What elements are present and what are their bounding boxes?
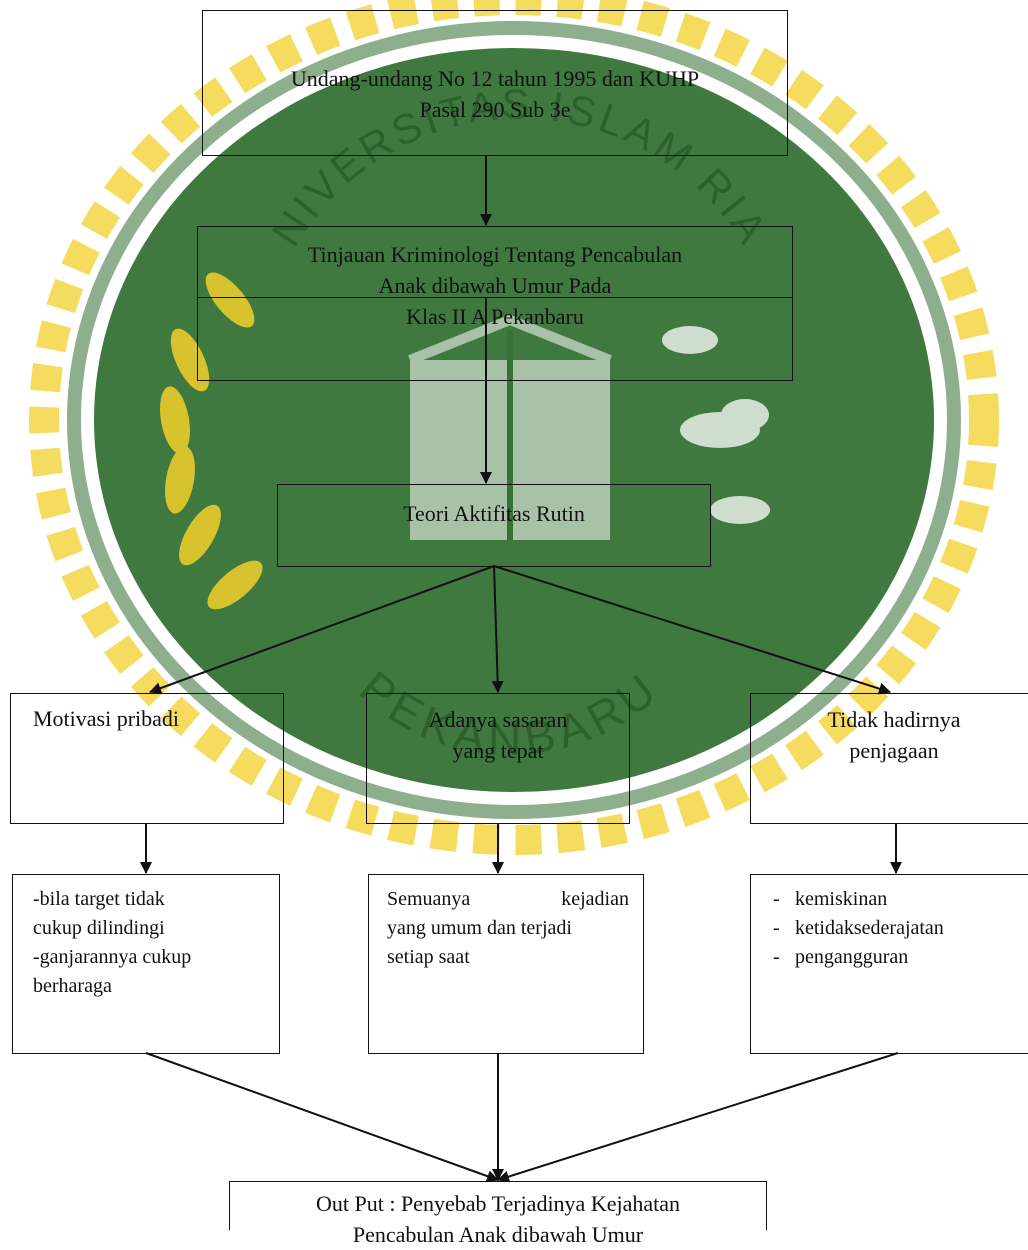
target-box: Adanya sasaran yang tepat [366, 693, 630, 824]
review-line-1: Tinjauan Kriminologi Tentang Pencabulan [307, 242, 683, 267]
guardian-detail-item: kemiskinan [773, 885, 1028, 914]
target-detail-line-2: yang umum dan terjadi [387, 917, 572, 939]
arrow-theory-to-target [491, 565, 504, 693]
arrow-guardian-detail-to-output [497, 1052, 899, 1183]
guardian-line-2: penjagaan [849, 738, 939, 763]
output-line-1: Out Put : Penyebab Terjadinya Kejahatan [315, 1191, 680, 1216]
motivation-detail-line-2: cukup dilindingi [33, 917, 165, 939]
guardian-line-1: Tidak hadirnya [827, 707, 961, 732]
guardian-detail-list: kemiskinan ketidaksederajatan penganggur… [773, 885, 1028, 972]
motivation-detail-line-3: -ganjarannya cukup [33, 946, 192, 968]
output-line-2: Pencabulan Anak dibawah Umur [352, 1222, 644, 1247]
arrow-theory-to-motivation [149, 565, 495, 694]
arrow-motivation-detail-to-output [145, 1052, 499, 1182]
guardian-box: Tidak hadirnya penjagaan [750, 693, 1028, 824]
cloud-icon [662, 326, 770, 524]
arrow-theory-to-guardian [493, 565, 891, 695]
theory-box: Teori Aktifitas Rutin [277, 484, 711, 567]
target-detail-line-1: Semuanya kejadian [387, 885, 629, 914]
book-building-icon [408, 314, 612, 540]
guardian-detail-item: ketidaksederajatan [773, 914, 1028, 943]
target-detail-word-2: kejadian [561, 888, 629, 910]
guardian-detail-item: pengangguran [773, 943, 1028, 972]
motivation-detail-line-4: berharaga [33, 975, 112, 997]
motivation-line-1: Motivasi pribadi [33, 706, 180, 731]
review-line-3: Klas II A Pekanbaru [406, 304, 584, 329]
theory-line-1: Teori Aktifitas Rutin [403, 501, 585, 526]
review-line-2: Anak dibawah Umur Pada [378, 273, 612, 298]
law-line-1: Undang-undang No 12 tahun 1995 dan KUHP [290, 66, 700, 91]
motivation-detail-line-1: -bila target tidak [33, 888, 165, 910]
guardian-detail-box: kemiskinan ketidaksederajatan penganggur… [750, 874, 1028, 1054]
laurel-leaves-icon [160, 272, 263, 610]
motivation-detail-box: -bila target tidak cukup dilindingi -gan… [12, 874, 280, 1054]
criminology-review-panel: Tinjauan Kriminologi Tentang Pencabulan … [197, 226, 793, 381]
target-detail-line-3: setiap saat [387, 946, 470, 968]
target-detail-word-1: Semuanya [387, 888, 471, 910]
target-line-2: yang tepat [452, 738, 544, 763]
target-line-1: Adanya sasaran [428, 707, 568, 732]
rope-ring-inner [67, 21, 961, 819]
target-detail-box: Semuanya kejadian yang umum dan terjadi … [368, 874, 644, 1054]
law-line-2: Pasal 290 Sub 3e [419, 97, 571, 122]
output-box: Out Put : Penyebab Terjadinya Kejahatan … [229, 1181, 767, 1247]
rope-ring-outer [29, 0, 999, 855]
motivation-box: Motivasi pribadi [10, 693, 284, 824]
law-box: Undang-undang No 12 tahun 1995 dan KUHP … [202, 10, 788, 156]
